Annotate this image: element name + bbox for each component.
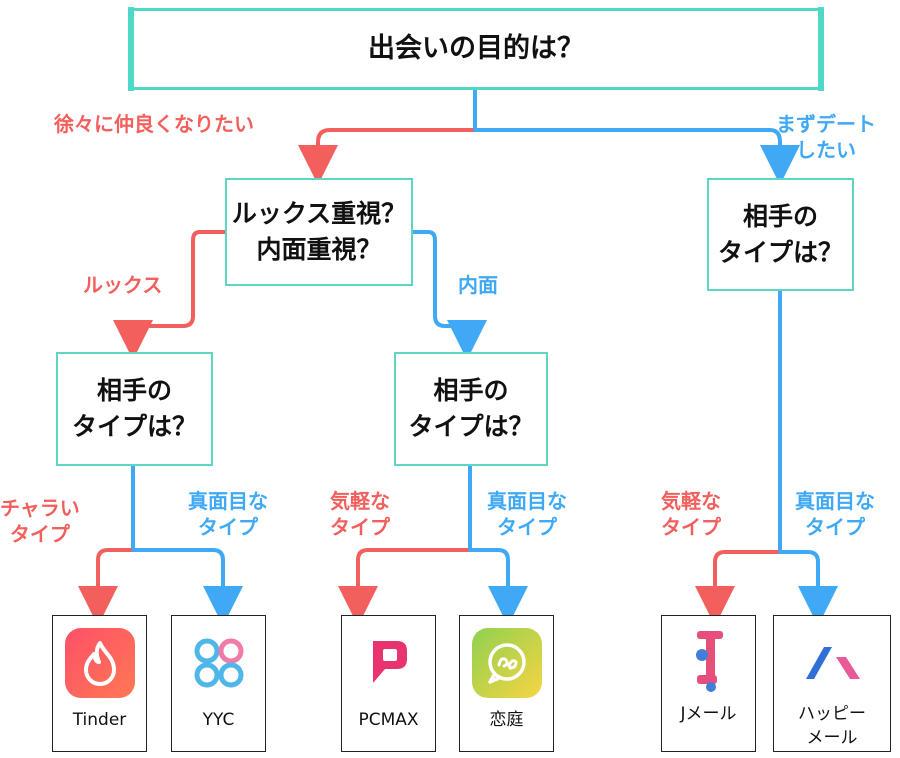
connector-inner (411, 230, 487, 360)
edge-label-casual-line2: タイプ (661, 515, 721, 539)
edge-label-casual-middle: 気軽な タイプ (330, 488, 390, 540)
connector-right-casual (695, 550, 782, 626)
app-name-koitei: 恋庭 (489, 710, 524, 730)
edge-label-serious-line1: 真面目な (795, 489, 875, 513)
type-question-line1: 相手の (433, 376, 509, 405)
branch-label-date-line1: まずデート (776, 112, 876, 136)
edge-label-casual-right: 気軽な タイプ (661, 488, 721, 540)
branch-label-slow: 徐々に仲良くなりたい (54, 112, 254, 136)
edge-label-casual-line2: タイプ (330, 515, 390, 539)
app-card-jmail[interactable]: Jメール (661, 615, 756, 752)
connector-right-serious (778, 550, 838, 626)
app-card-koitei[interactable]: 恋庭 (459, 615, 554, 752)
edge-label-serious-line2: タイプ (805, 515, 865, 539)
edge-label-casual-line1: 気軽な (661, 489, 721, 513)
type-question-line1: 相手の (742, 201, 818, 231)
edge-label-inner: 内面 (458, 273, 498, 297)
edge-label-serious-left: 真面目な タイプ (188, 488, 268, 540)
edge-label-looks: ルックス (83, 273, 163, 297)
root-question-box: 出会いの目的は？ (128, 7, 824, 91)
app-name-yyc: YYC (202, 710, 235, 730)
connector-root-right (473, 128, 800, 185)
type-question-line2: タイプは？ (408, 412, 534, 441)
connector-looks (113, 230, 227, 360)
edge-label-serious-line1: 真面目な (487, 489, 567, 513)
edge-label-charai-line1: チャラい (0, 496, 80, 520)
edge-label-casual-line1: 気軽な (330, 489, 390, 513)
type-question-line2: タイプは？ (71, 412, 197, 441)
app-name-happymail: ハッピー メール (798, 702, 866, 750)
looks-question-line1: ルックス重視？ (231, 199, 407, 228)
root-question-text: 出会いの目的は？ (368, 33, 584, 64)
branch-label-date: まずデート したい (776, 111, 876, 163)
partner-type-box-left: 相手の タイプは？ (56, 352, 213, 466)
type-question-line1: 相手の (96, 376, 172, 405)
pcmax-p-icon (354, 628, 424, 698)
connector-left-serious (131, 548, 243, 626)
app-card-tinder[interactable]: Tinder (52, 615, 147, 752)
edge-label-serious-middle: 真面目な タイプ (487, 488, 567, 540)
koitei-bubble-icon (471, 628, 542, 698)
app-name-pcmax: PCMAX (358, 710, 419, 730)
partner-type-box-middle: 相手の タイプは？ (394, 352, 548, 466)
app-card-pcmax[interactable]: PCMAX (341, 615, 436, 752)
app-name-happymail-line1: ハッピー (798, 704, 866, 724)
connector-left-charai (78, 548, 135, 626)
edge-label-serious-line1: 真面目な (188, 489, 268, 513)
app-card-happymail[interactable]: ハッピー メール (773, 615, 891, 752)
partner-type-box-right: 相手の タイプは？ (707, 178, 854, 291)
jmail-j-icon (674, 628, 744, 698)
edge-label-serious-line2: タイプ (497, 515, 557, 539)
connector-mid-serious (468, 548, 528, 626)
yyc-clover-icon (184, 628, 254, 698)
connector-mid-casual (338, 548, 472, 626)
happymail-logo-icon (797, 628, 867, 698)
app-name-tinder: Tinder (72, 710, 127, 730)
looks-question-line2: 内面重視？ (256, 235, 382, 264)
app-name-jmail: Jメール (680, 704, 737, 724)
edge-label-charai-line2: タイプ (9, 522, 70, 546)
connector-root-left (298, 128, 477, 185)
edge-label-charai: チャラい タイプ (0, 495, 80, 547)
looks-or-inner-box: ルックス重視？ 内面重視？ (225, 178, 413, 286)
app-name-happymail-line2: メール (806, 728, 858, 748)
edge-label-serious-line2: タイプ (198, 515, 258, 539)
type-question-line2: タイプは？ (717, 237, 843, 267)
tinder-flame-icon (64, 628, 135, 698)
branch-label-date-line2: したい (796, 138, 856, 162)
app-card-yyc[interactable]: YYC (171, 615, 266, 752)
edge-label-serious-right: 真面目な タイプ (795, 488, 875, 540)
